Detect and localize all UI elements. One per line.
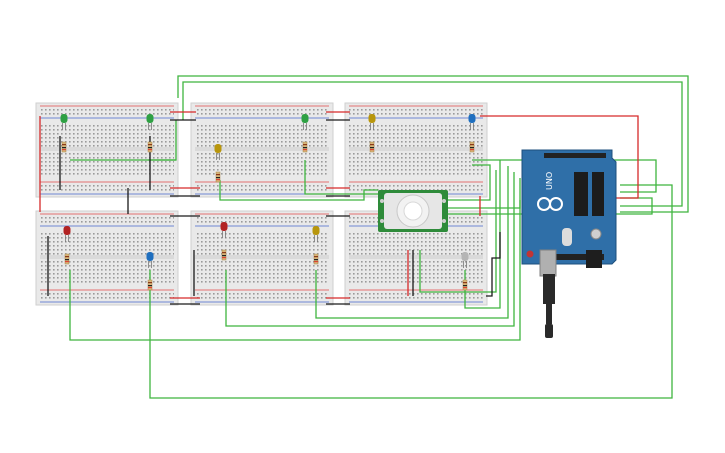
usb-cable	[543, 274, 555, 338]
arduino-brand-text: UNO	[545, 172, 554, 190]
led-yellow-10[interactable]	[312, 226, 320, 242]
wire-17[interactable]	[480, 115, 639, 199]
resistor[interactable]	[147, 279, 153, 291]
wire-14[interactable]	[448, 200, 521, 209]
wire-5[interactable]	[69, 178, 521, 341]
resistor[interactable]	[64, 253, 70, 265]
reset-button[interactable]	[526, 250, 534, 258]
resistor[interactable]	[302, 141, 308, 153]
led-yellow-6[interactable]	[214, 144, 222, 160]
resistor[interactable]	[462, 279, 468, 291]
breadboards	[35, 102, 488, 306]
breadboard-3	[344, 102, 488, 198]
led-blue-8[interactable]	[146, 252, 154, 268]
wire-12[interactable]	[448, 164, 491, 201]
resistor[interactable]	[369, 141, 375, 153]
led-green-1[interactable]	[60, 114, 68, 130]
wire-28[interactable]	[486, 232, 501, 297]
wire-8[interactable]	[315, 166, 509, 319]
led-blue-5[interactable]	[468, 114, 476, 130]
resistor[interactable]	[215, 171, 221, 183]
resistor[interactable]	[313, 253, 319, 265]
led-green-3[interactable]	[301, 114, 309, 130]
wire-11[interactable]	[304, 160, 378, 195]
wire-10[interactable]	[219, 180, 378, 201]
wire-2[interactable]	[182, 81, 683, 207]
led-green-2[interactable]	[146, 114, 154, 130]
resistor[interactable]	[147, 141, 153, 153]
usb-port	[539, 249, 557, 277]
led-white-11[interactable]	[461, 252, 469, 268]
wire-6[interactable]	[149, 184, 673, 399]
breadboard-2	[190, 102, 334, 198]
resistor[interactable]	[221, 249, 227, 261]
wires	[39, 75, 689, 399]
components	[60, 114, 476, 291]
led-red-7[interactable]	[63, 226, 71, 242]
power-jack	[586, 250, 602, 268]
wire-16[interactable]	[419, 170, 497, 293]
breadboard-1	[35, 102, 179, 198]
led-yellow-4[interactable]	[368, 114, 376, 130]
wire-7[interactable]	[225, 172, 515, 327]
pir-sensor[interactable]	[378, 190, 448, 232]
resistor[interactable]	[61, 141, 67, 153]
led-red-9[interactable]	[220, 222, 228, 238]
breadboard-5	[190, 210, 334, 306]
arduino-uno-board[interactable]: UNO	[521, 149, 617, 277]
wire-1[interactable]	[177, 75, 689, 213]
breadboard-4	[35, 210, 179, 306]
resistor[interactable]	[469, 141, 475, 153]
arduino-infinity-logo	[537, 197, 563, 211]
